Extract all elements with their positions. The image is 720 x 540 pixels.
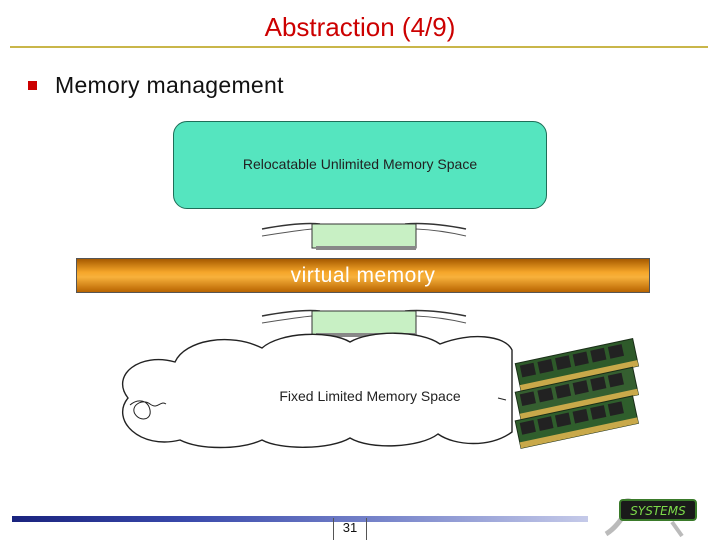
title-rule [10,46,708,48]
logo-icon: SYSTEMS [604,498,697,538]
slide-title: Abstraction (4/9) [264,12,456,42]
logo-text: SYSTEMS [630,504,686,518]
upper-connector [261,222,467,250]
bullet-square-icon [28,81,37,90]
virtual-memory-label: virtual memory [290,264,436,287]
footer-bar [12,516,588,522]
relocatable-memory-box [173,121,547,209]
fixed-memory-cloud [121,332,513,449]
page-number: 31 [342,520,358,535]
fixed-memory-label: Fixed Limited Memory Space [279,388,461,404]
virtual-memory-bar [76,258,650,293]
ram-modules-icon [514,338,640,449]
relocatable-memory-label: Relocatable Unlimited Memory Space [242,156,478,172]
lower-connector [261,309,467,337]
page-number-frame [333,518,367,540]
bullet-memory-management: Memory management [55,72,284,98]
